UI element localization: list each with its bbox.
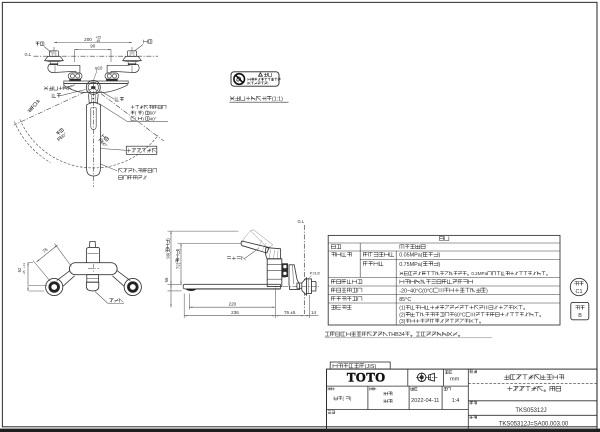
svg-text:φ10: φ10 xyxy=(95,65,103,70)
svg-text:): ) xyxy=(175,248,180,250)
svg-text:1:4: 1:4 xyxy=(452,398,460,404)
svg-text:56: 56 xyxy=(164,277,169,282)
svg-text:40°: 40° xyxy=(150,116,157,121)
svg-text:-20~40°C(0°C: -20~40°C(0°C xyxy=(399,288,433,294)
svg-text:60°C: 60°C xyxy=(454,312,466,318)
svg-text:72(: 72( xyxy=(175,262,180,269)
svg-text:THB34: THB34 xyxy=(388,332,405,338)
svg-text:mm: mm xyxy=(450,377,460,383)
svg-text:0.2MPa: 0.2MPa xyxy=(471,271,487,276)
svg-text:PJ1/2: PJ1/2 xyxy=(310,270,321,275)
svg-text:G.L: G.L xyxy=(25,52,32,57)
svg-text:-25: -25 xyxy=(22,270,26,275)
svg-text:): ) xyxy=(142,116,144,121)
svg-text:): ) xyxy=(486,288,488,294)
svg-text:): ) xyxy=(438,262,440,268)
svg-text:+13: +13 xyxy=(22,263,26,268)
svg-text:): ) xyxy=(165,238,170,240)
svg-text:!: ! xyxy=(267,82,268,86)
svg-text:(1:1): (1:1) xyxy=(272,97,283,103)
svg-text:85°C: 85°C xyxy=(399,297,411,303)
svg-text:TKS05312J=SA00.003.00: TKS05312J=SA00.003.00 xyxy=(499,422,569,428)
svg-text:(1): (1) xyxy=(399,305,405,311)
svg-text:99(: 99( xyxy=(165,252,170,259)
svg-text:(2): (2) xyxy=(399,312,405,318)
svg-text:236: 236 xyxy=(231,310,239,315)
svg-text:76 ±5: 76 ±5 xyxy=(284,310,296,315)
svg-text:G.L: G.L xyxy=(298,219,305,224)
svg-text:B: B xyxy=(578,313,582,319)
svg-text:(: ( xyxy=(343,396,345,401)
svg-text:+25: +25 xyxy=(96,35,102,39)
svg-text:52: 52 xyxy=(17,267,22,272)
svg-text:200: 200 xyxy=(84,37,92,42)
svg-text:60°: 60° xyxy=(150,111,157,116)
svg-text:90: 90 xyxy=(90,44,96,49)
svg-text:0.05MPa(: 0.05MPa( xyxy=(399,253,423,259)
svg-text:TOTO: TOTO xyxy=(347,371,386,385)
svg-text:(JIS): (JIS) xyxy=(365,364,377,370)
svg-text:): ) xyxy=(142,111,144,116)
svg-text:(: ( xyxy=(135,111,137,116)
svg-text:(: ( xyxy=(135,116,137,121)
svg-text:0.75MPa(: 0.75MPa( xyxy=(399,262,423,268)
svg-text:C1: C1 xyxy=(576,289,583,295)
svg-text:90°: 90° xyxy=(59,131,67,139)
svg-text:): ) xyxy=(350,396,352,401)
svg-text:220: 220 xyxy=(229,302,237,307)
svg-text:2022-04-11: 2022-04-11 xyxy=(411,398,439,404)
svg-text:14: 14 xyxy=(311,310,317,315)
svg-text:-45: -45 xyxy=(96,39,101,43)
svg-text:90°: 90° xyxy=(100,140,108,148)
svg-text:): ) xyxy=(438,253,440,259)
svg-text:TKS05312J: TKS05312J xyxy=(515,408,546,414)
svg-text:(3): (3) xyxy=(399,319,405,325)
svg-text:76: 76 xyxy=(41,247,48,254)
